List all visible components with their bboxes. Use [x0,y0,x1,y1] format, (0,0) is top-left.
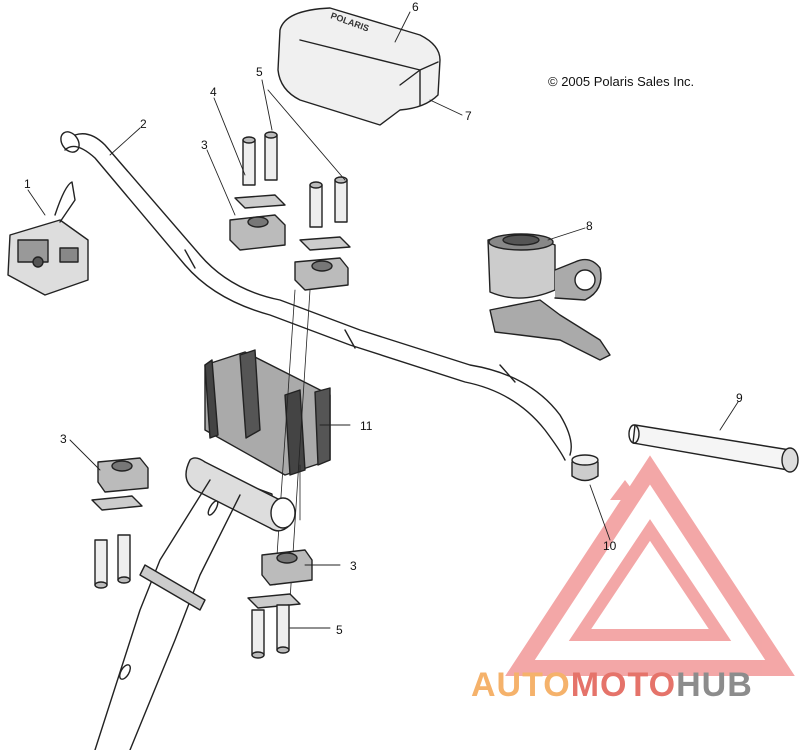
watermark-moto: MOTO [570,666,677,704]
callout-4: 4 [210,85,217,99]
handlebar-pad: POLARIS [277,7,441,126]
switch-housing [7,181,89,296]
bolts-upper-right [309,176,348,228]
callout-3-upper: 3 [201,138,208,152]
bolts-upper-left [242,131,278,186]
washer-plate [299,236,351,251]
bolts-lower-left [94,534,131,589]
callout-8: 8 [586,219,593,233]
clamp-cap-upper-right [294,257,349,291]
clamp-cap-lower-right [261,549,313,586]
callout-9: 9 [736,391,743,405]
callout-3-lower-right: 3 [350,559,357,573]
watermark-hub: HUB [676,666,753,704]
callout-1: 1 [24,177,31,191]
callout-2: 2 [140,117,147,131]
bolts-lower-right [251,604,290,659]
end-plug [571,454,599,482]
callout-3-lower-left: 3 [60,432,67,446]
callout-5-lower: 5 [336,623,343,637]
steering-post [94,457,296,750]
callout-10: 10 [603,539,617,553]
washer-plate [91,495,143,511]
callout-6: 6 [412,0,419,14]
callout-labels: 1 2 3 4 5 6 7 8 9 10 11 3 3 5 [24,0,743,637]
callout-5-upper: 5 [256,65,263,79]
watermark-logo-icon [505,455,795,676]
copyright-notice: © 2005 Polaris Sales Inc. [548,74,695,89]
clamp-cap-lower-left [97,457,149,493]
callout-7: 7 [465,109,472,123]
watermark-auto: AUTO [471,666,571,704]
brake-master-cylinder [487,233,611,361]
hand-grip [628,424,799,473]
leader-lines [27,11,739,629]
washer-plate [247,593,301,609]
watermark-text: AUTOMOTOHUB [471,666,753,705]
clamp-cap-upper-left [229,214,286,251]
washer-plate [234,194,286,209]
callout-11: 11 [360,419,373,433]
riser-block [204,349,331,517]
handlebar [60,131,572,461]
